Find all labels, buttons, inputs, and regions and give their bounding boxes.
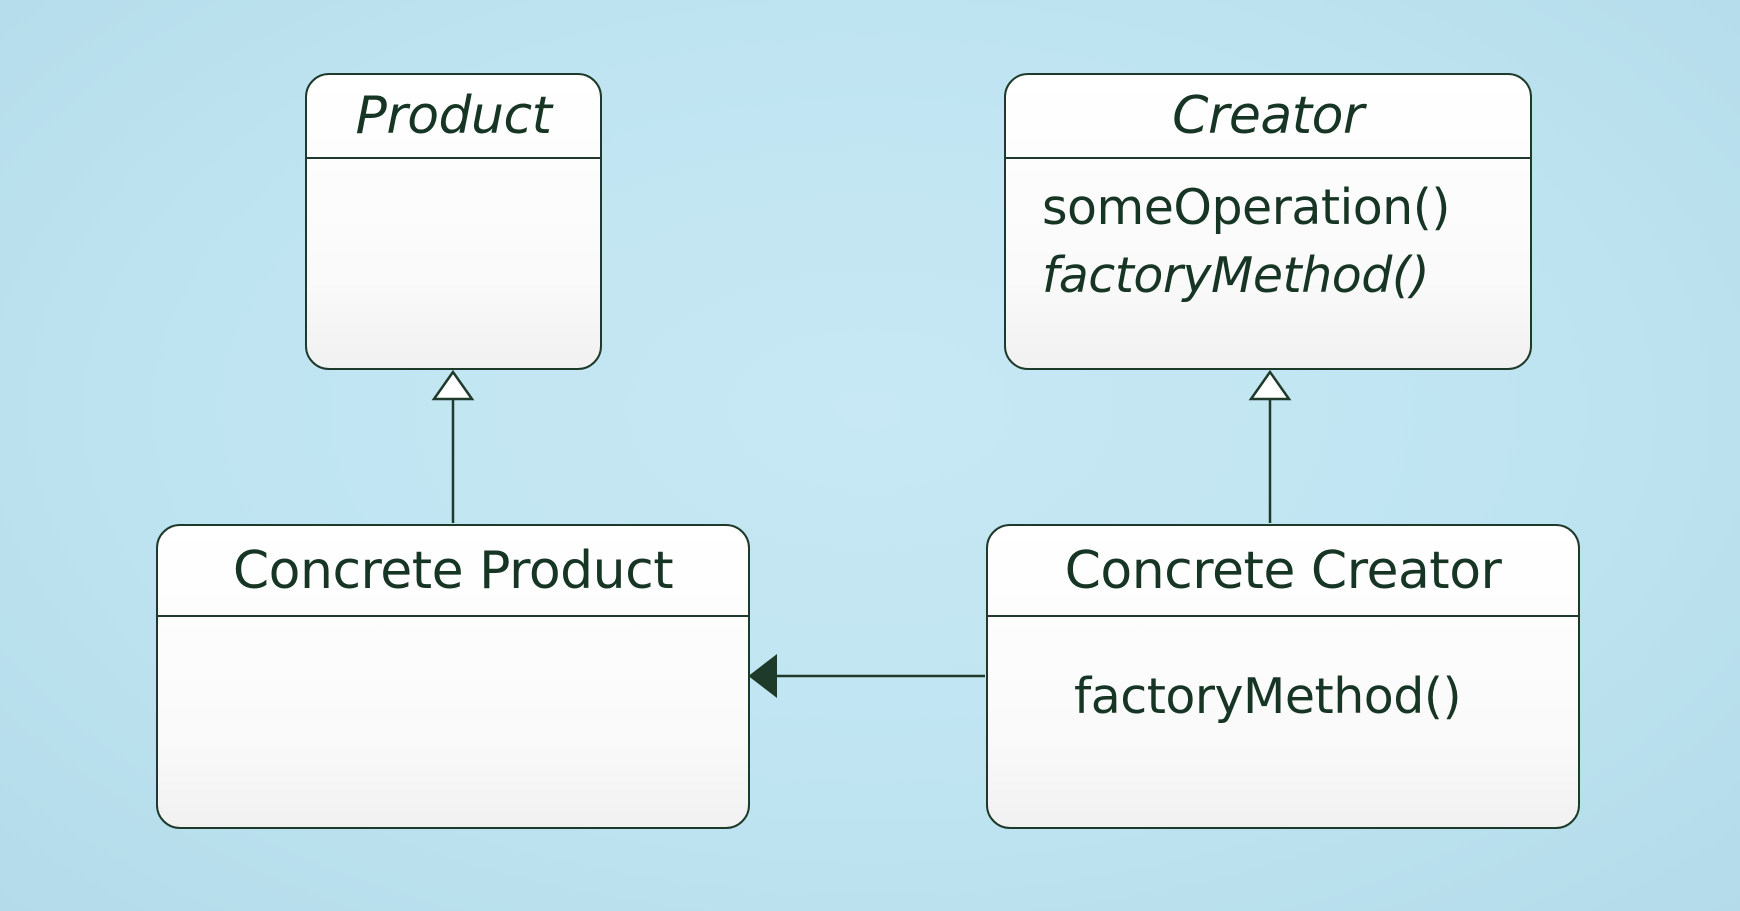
class-concrete-creator-name: Concrete Creator <box>988 526 1578 617</box>
class-concrete-product: Concrete Product <box>156 524 750 829</box>
class-product-members <box>307 159 600 368</box>
class-creator: Creator someOperation() factoryMethod() <box>1004 73 1532 370</box>
inheritance-arrowhead-product <box>431 369 475 401</box>
method-some-operation: someOperation() <box>1042 179 1450 236</box>
class-concrete-product-members <box>158 617 748 827</box>
class-concrete-creator: Concrete Creator factoryMethod() <box>986 524 1580 829</box>
association-arrowhead <box>748 653 777 699</box>
class-product: Product <box>305 73 602 370</box>
class-concrete-product-name: Concrete Product <box>158 526 748 617</box>
class-creator-name: Creator <box>1006 75 1530 159</box>
class-product-name: Product <box>307 75 600 159</box>
method-factory-method: factoryMethod() <box>1074 668 1462 725</box>
inheritance-arrowhead-creator <box>1248 369 1292 401</box>
method-factory-method-abstract: factoryMethod() <box>1042 247 1430 304</box>
